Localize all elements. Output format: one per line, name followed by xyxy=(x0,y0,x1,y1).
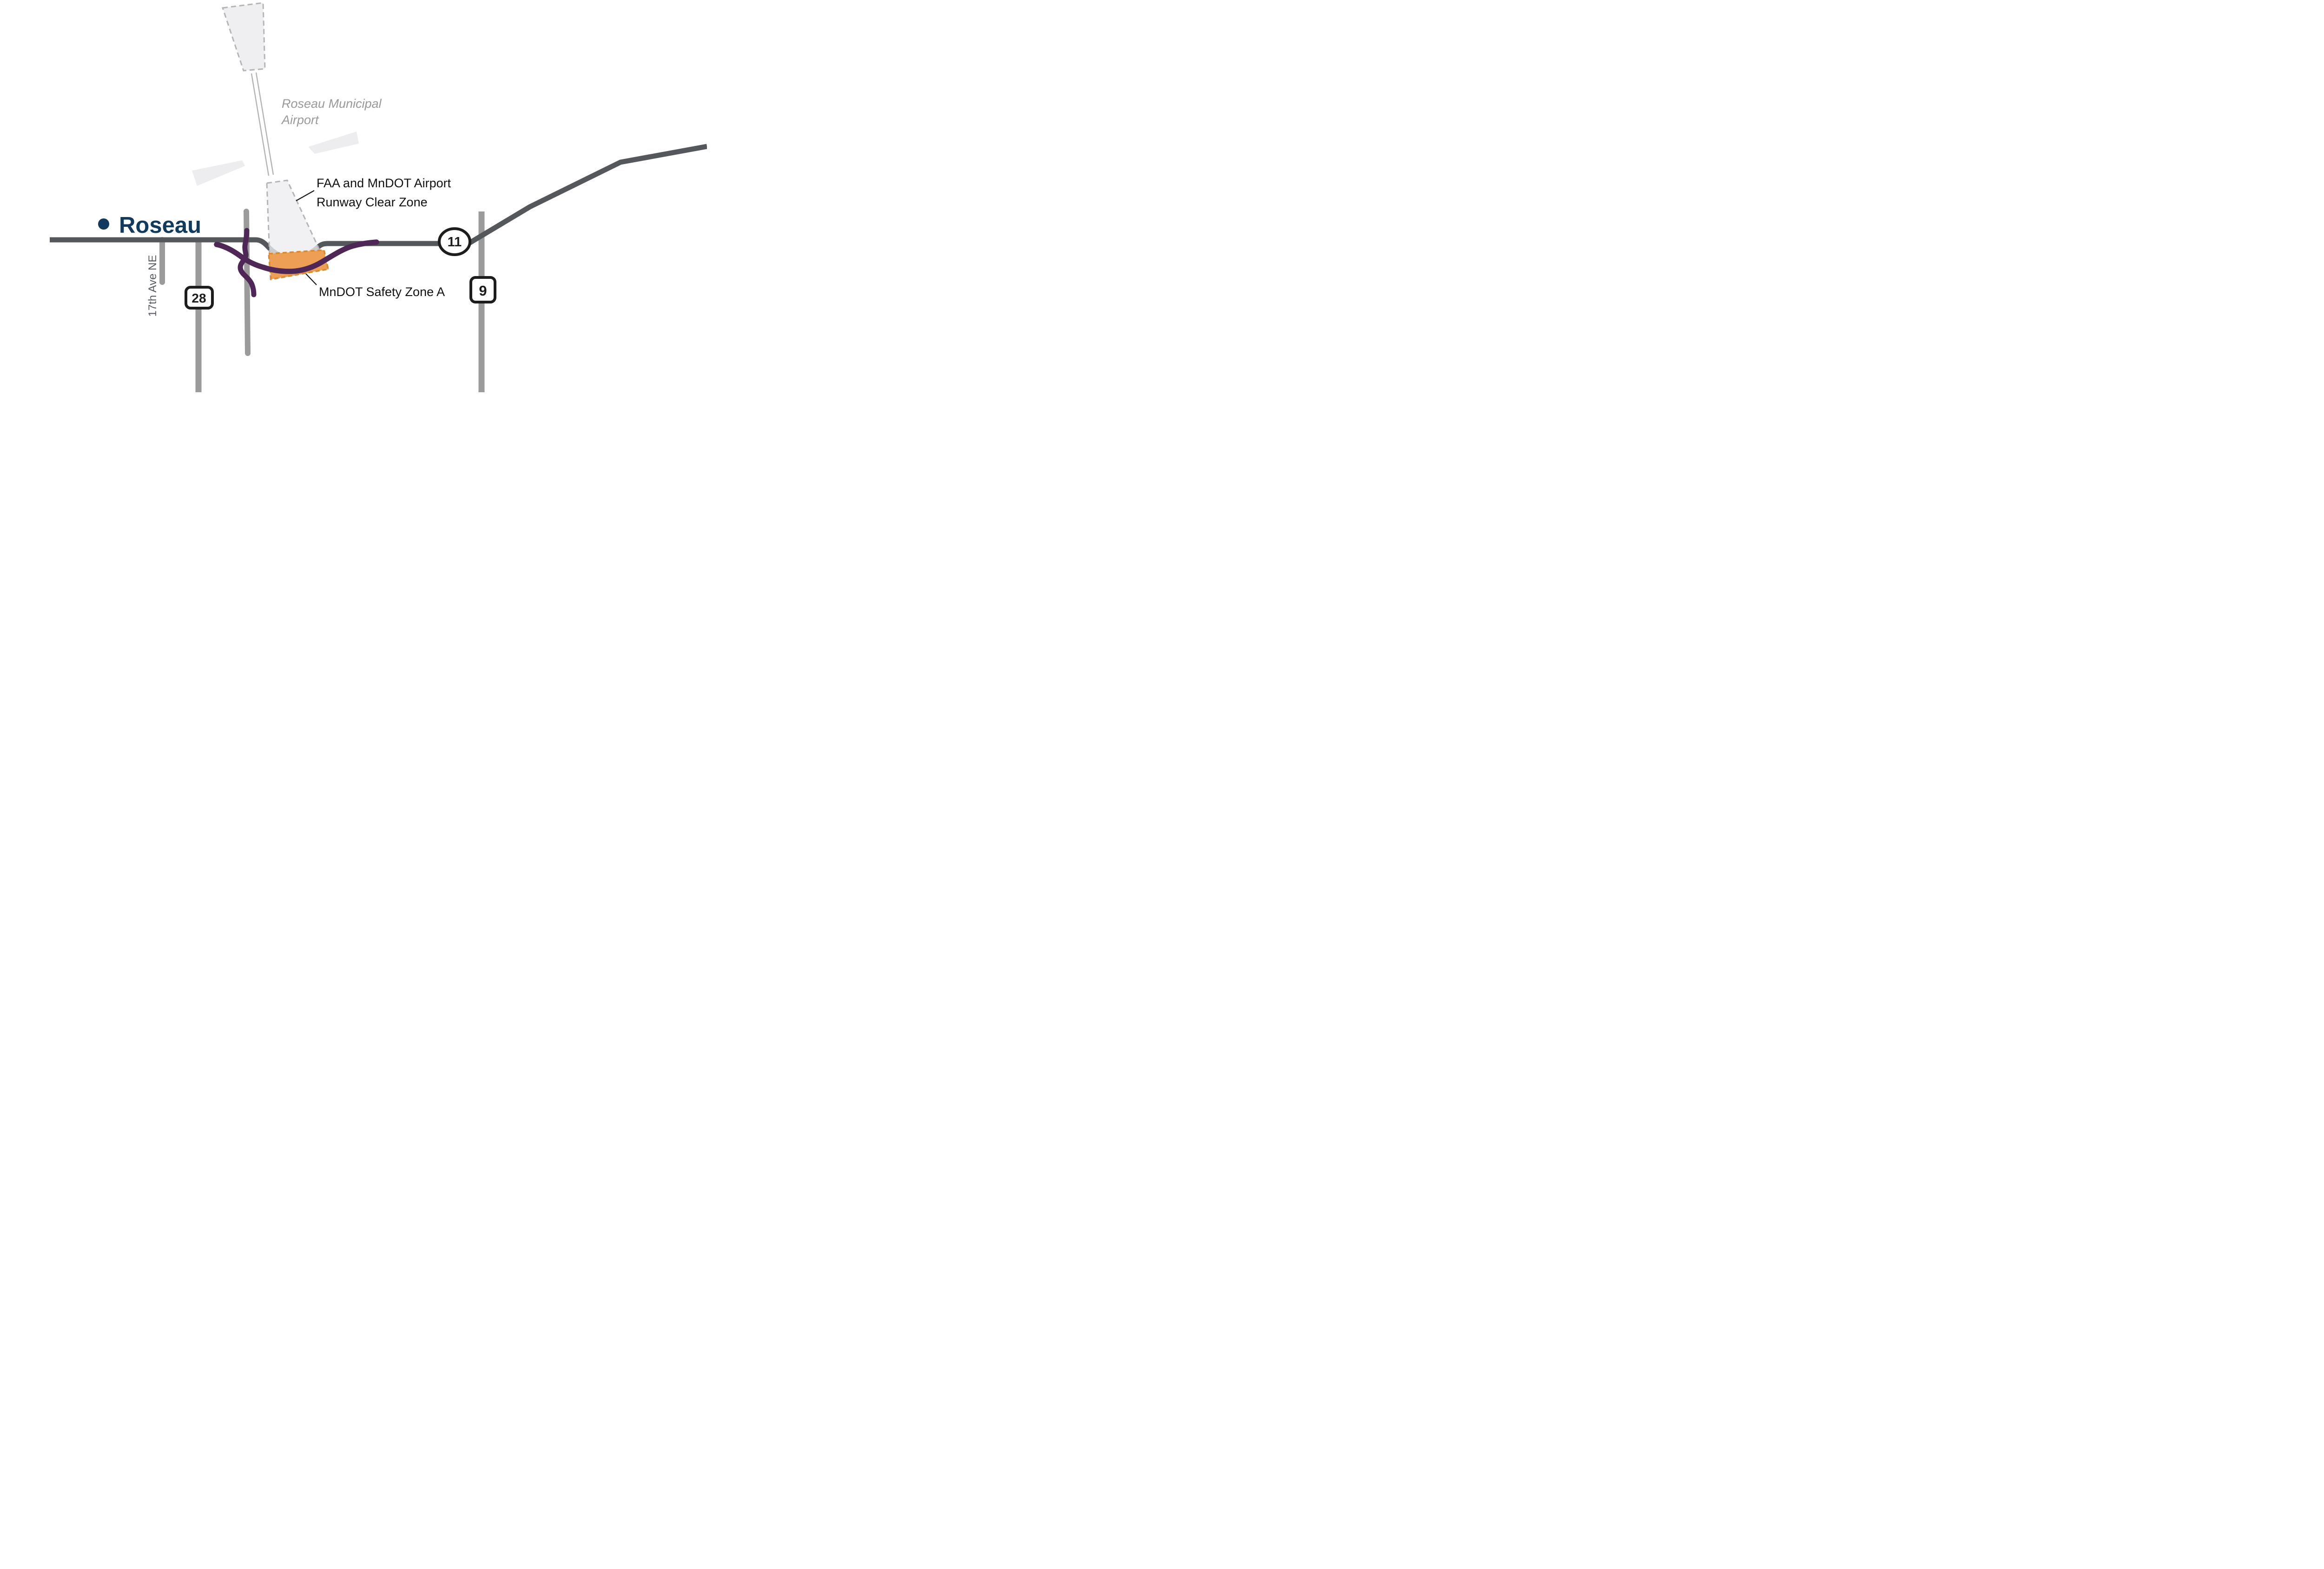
route-marker-28: 28 xyxy=(185,286,214,310)
runway-edge-line-east xyxy=(255,72,274,175)
leader-line-safety-zone xyxy=(305,273,317,285)
runway-clear-zone-north xyxy=(221,2,266,72)
crosswind-runway-pad-west xyxy=(192,160,245,186)
route-marker-28-label: 28 xyxy=(191,291,206,305)
route-marker-9: 9 xyxy=(469,276,496,303)
crosswind-runway-pad-east xyxy=(308,132,359,154)
airport-label-line1: Roseau Municipal xyxy=(282,97,382,111)
city-dot xyxy=(98,218,109,230)
route-marker-11: 11 xyxy=(438,227,471,256)
route-marker-9-label: 9 xyxy=(479,283,487,299)
safety-zone-label: MnDOT Safety Zone A xyxy=(319,285,445,299)
city-label-roseau: Roseau xyxy=(119,213,201,238)
route-marker-11-label: 11 xyxy=(448,235,462,250)
clear-zone-label-line1: FAA and MnDOT Airport xyxy=(317,176,451,190)
realigned-highway-road xyxy=(214,239,379,274)
runway-edge-line-west xyxy=(251,73,270,176)
map-canvas: 11 28 9 Roseau Roseau Municipal Airport … xyxy=(0,0,707,392)
leader-line-clear-zone xyxy=(296,190,315,201)
clear-zone-label-line2: Runway Clear Zone xyxy=(317,195,428,209)
airport-label-line2: Airport xyxy=(281,113,319,127)
street-label-17th-ave: 17th Ave NE xyxy=(146,255,159,317)
realigned-connector-road xyxy=(238,228,257,297)
